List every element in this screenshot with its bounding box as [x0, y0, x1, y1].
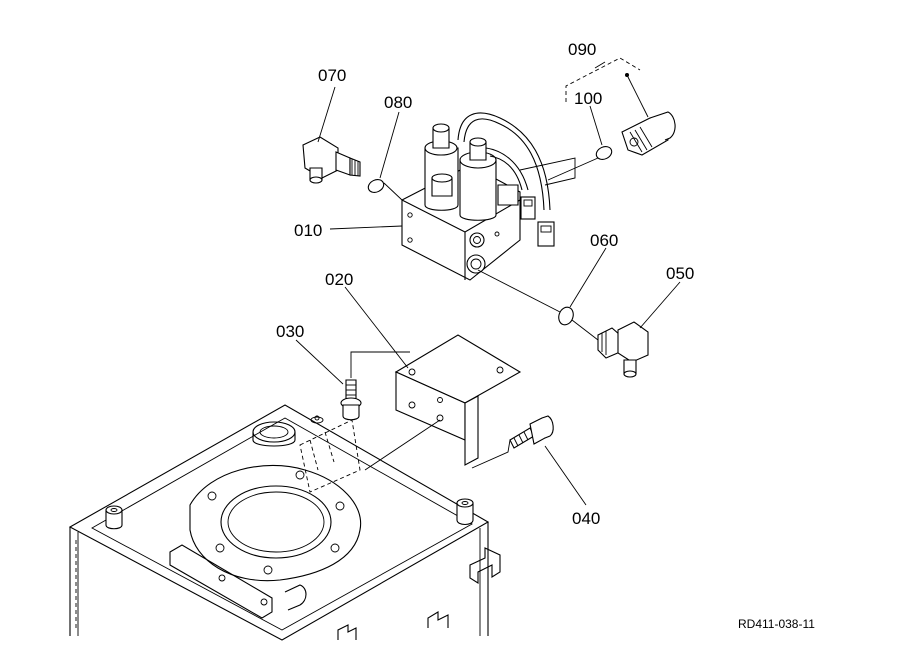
fitting-elbow-070 [302, 136, 361, 184]
fitting-elbow-050 [597, 321, 649, 378]
tank-base [68, 404, 501, 641]
callout-080: 080 [384, 93, 412, 112]
valve-block [401, 112, 576, 281]
callout-050: 050 [666, 264, 694, 283]
leader-lines [295, 57, 681, 506]
callout-020: 020 [325, 270, 353, 289]
bolt-040 [509, 415, 554, 449]
tank-post-left [105, 505, 123, 530]
callout-030: 030 [276, 322, 304, 341]
connector-upper [520, 196, 536, 220]
tank-post-right [456, 498, 474, 526]
fitting-straight-090 [621, 111, 676, 156]
drawing-code: RD411-038-11 [738, 617, 815, 631]
callout-090: 090 [568, 40, 596, 59]
callout-010: 010 [294, 221, 322, 240]
callout-060: 060 [590, 231, 618, 250]
solenoid-left [424, 123, 459, 211]
solenoid-right [459, 137, 519, 221]
callout-040: 040 [572, 509, 600, 528]
o-ring-100 [595, 146, 613, 160]
bracket-020 [394, 334, 522, 466]
o-ring-080 [367, 179, 385, 193]
o-ring-060 [558, 306, 574, 326]
bolt-030 [340, 379, 362, 421]
connector-lower [537, 221, 555, 247]
callout-070: 070 [318, 66, 346, 85]
callout-100: 100 [574, 89, 602, 108]
